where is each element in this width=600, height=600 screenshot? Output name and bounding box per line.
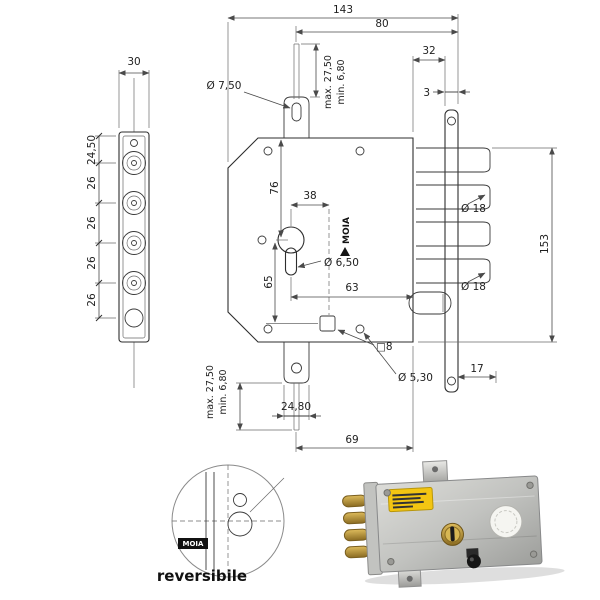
detail-cam-circle xyxy=(227,511,253,537)
bottom-tab xyxy=(283,342,310,384)
detail-pin-circle xyxy=(233,493,247,507)
dim-cyl-to-edge-label: 63 xyxy=(345,282,358,294)
photo-bolt xyxy=(344,545,370,559)
bottom-tab-hole xyxy=(291,362,302,374)
photo-screw xyxy=(383,489,391,497)
photo-screw xyxy=(529,550,538,558)
detail-brand-label: MOIA xyxy=(183,540,205,548)
dim-spindle-square-label: □8 xyxy=(376,341,393,353)
dim-backset-label: 80 xyxy=(375,18,388,30)
cylinder-channel xyxy=(284,247,298,276)
faceplate xyxy=(444,109,459,393)
dim-faceplate-thickness-label: 3 xyxy=(423,87,430,99)
faceplate-screw-hole xyxy=(447,376,456,386)
deadbolt xyxy=(416,147,491,173)
dim-rod-max-label: max. 27,50 xyxy=(323,55,334,109)
dim-channel-dia-label: Ø 6,50 xyxy=(324,257,359,269)
small-hole xyxy=(257,235,267,245)
brand-logo: MOIA xyxy=(340,217,352,256)
dim-bolt-throw-label: 32 xyxy=(422,45,435,57)
dim-pin-pitch-label: 26 xyxy=(86,216,98,230)
fixing-hole xyxy=(355,324,365,334)
top-tab xyxy=(283,96,310,138)
deadbolt xyxy=(416,258,491,284)
dim-bolt-dia-label: Ø 18 xyxy=(461,203,486,215)
dim-latch-offset-label: 17 xyxy=(470,363,483,375)
faceplate-screw-hole xyxy=(447,116,456,126)
reversible-caption: reversibile xyxy=(157,567,247,585)
dim-pin-pitch-label: 26 xyxy=(86,293,98,307)
photo-screw xyxy=(526,481,534,489)
latch-bolt xyxy=(408,291,452,315)
case-screw-hole xyxy=(355,146,365,156)
dim-fixing-hole-dia-label: Ø 5,30 xyxy=(398,372,433,384)
dim-cyl-to-bottom-label: 65 xyxy=(263,275,275,288)
photo-keyway xyxy=(450,526,455,542)
dim-pin-pitch-label: 26 xyxy=(86,176,98,190)
dim-overall-width-label: 143 xyxy=(333,4,353,16)
dim-top-slot-dia-label: Ø 7,50 xyxy=(207,80,242,92)
dim-rod-min-label: min. 6,80 xyxy=(336,59,347,104)
photo-knob xyxy=(466,554,481,569)
photo-bolt xyxy=(343,528,369,542)
product-photo xyxy=(342,460,565,588)
front-view-dimensions: 143 80 32 3 Ø 7,50 max. 27,50 min. 6,80 … xyxy=(205,4,557,452)
dim-rod-min-label: min. 6,80 xyxy=(218,369,229,414)
dim-rod-max-label: max. 27,50 xyxy=(205,365,216,419)
lock-body-outline xyxy=(227,137,414,343)
dim-tab-to-edge-label: 69 xyxy=(345,434,358,446)
side-view-dimensions: 30 24,50 26 26 26 26 xyxy=(86,56,150,322)
dim-pin-first-label: 24,50 xyxy=(86,135,98,165)
dim-pin-pitch-label: 26 xyxy=(86,256,98,270)
detail-brand-plate xyxy=(178,538,208,549)
deadbolt xyxy=(416,184,491,210)
dim-bolt-dia-label: Ø 18 xyxy=(461,281,486,293)
brand-triangle-icon xyxy=(340,247,350,256)
photo-bolt xyxy=(342,494,368,508)
front-view: MOIA xyxy=(227,43,452,431)
side-view xyxy=(118,78,150,388)
faceplate-and-bolts xyxy=(416,109,491,393)
dim-cyl-to-top-label: 76 xyxy=(269,181,281,195)
dim-tab-width-label: 24,80 xyxy=(281,401,311,413)
deadbolt xyxy=(416,221,491,247)
pin-cylinders xyxy=(122,151,146,328)
dim-faceplate-height-label: 153 xyxy=(539,234,551,254)
dim-side-width-label: 30 xyxy=(127,56,140,68)
detail-view: MOIA reversibile xyxy=(157,464,285,585)
photo-screw xyxy=(387,557,395,566)
brand-logo-label: MOIA xyxy=(342,217,352,244)
case-screw-hole xyxy=(263,324,273,334)
dim-cyl-to-spindle-label: 38 xyxy=(303,190,316,202)
photo-bolt xyxy=(342,511,368,525)
case-screw-hole xyxy=(263,146,273,156)
spindle-square-hole xyxy=(319,315,336,332)
top-slot-hole xyxy=(291,102,302,122)
